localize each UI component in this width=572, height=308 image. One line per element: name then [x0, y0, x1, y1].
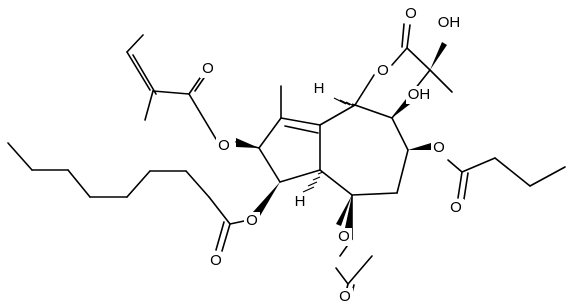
bond — [188, 77, 201, 95]
bond — [461, 157, 496, 173]
wedge-bond — [345, 195, 352, 230]
bond — [391, 117, 409, 151]
bond — [463, 172, 469, 200]
bond — [185, 170, 210, 198]
bond — [280, 117, 321, 126]
atom-label-h: H — [314, 80, 325, 97]
atom-label-o: O — [246, 212, 258, 229]
bond — [429, 69, 453, 93]
atom-label-h: H — [295, 193, 306, 210]
bond — [215, 221, 225, 251]
atom-label-o: O — [210, 252, 222, 269]
bond — [319, 169, 353, 196]
atom-label-o: O — [433, 139, 445, 156]
wedge-bond — [236, 138, 259, 148]
bond — [126, 170, 151, 198]
bond — [406, 24, 411, 49]
atom-label-o: O — [339, 288, 351, 305]
bond — [144, 90, 154, 121]
atom-label-o: O — [377, 62, 389, 79]
atom-label-o: O — [218, 137, 230, 154]
wedge-bond — [430, 42, 447, 70]
atom-label-oh: OH — [438, 14, 461, 31]
atom-label-o: O — [202, 60, 214, 77]
bond — [351, 192, 398, 196]
bond — [7, 142, 33, 171]
bond — [126, 34, 144, 53]
bond — [67, 169, 91, 198]
bond — [447, 159, 463, 173]
bond — [406, 47, 431, 71]
bonds — [7, 23, 566, 301]
bond — [221, 223, 231, 252]
bond — [279, 169, 321, 183]
hashed-bond — [302, 171, 324, 193]
bond — [391, 47, 408, 66]
bond — [335, 267, 349, 285]
bond — [347, 255, 373, 285]
bond — [396, 149, 409, 194]
atom-labels: O O OH OH H H O O O O O O O O — [200, 5, 464, 306]
bond — [401, 23, 405, 48]
bond — [258, 147, 281, 183]
atom-label-o: O — [338, 228, 350, 245]
bond — [494, 157, 531, 187]
bond — [457, 171, 463, 199]
wedge-bond — [408, 143, 432, 150]
stereo-bonds — [236, 42, 447, 230]
bond — [208, 196, 231, 225]
bond — [126, 51, 151, 91]
bond — [529, 166, 566, 187]
atom-label-o: O — [450, 199, 462, 216]
wedge-bond — [336, 195, 352, 226]
atom-label-o: O — [405, 5, 417, 22]
bond — [354, 74, 375, 106]
bond — [132, 54, 157, 95]
bond — [258, 117, 282, 149]
bond — [319, 104, 356, 126]
wedge-bond — [253, 182, 280, 216]
bond — [152, 90, 190, 95]
hashed-bond — [333, 97, 359, 107]
bond — [354, 104, 393, 119]
bond — [284, 125, 319, 134]
atom-label-oh: OH — [408, 86, 431, 103]
bond — [188, 93, 217, 140]
